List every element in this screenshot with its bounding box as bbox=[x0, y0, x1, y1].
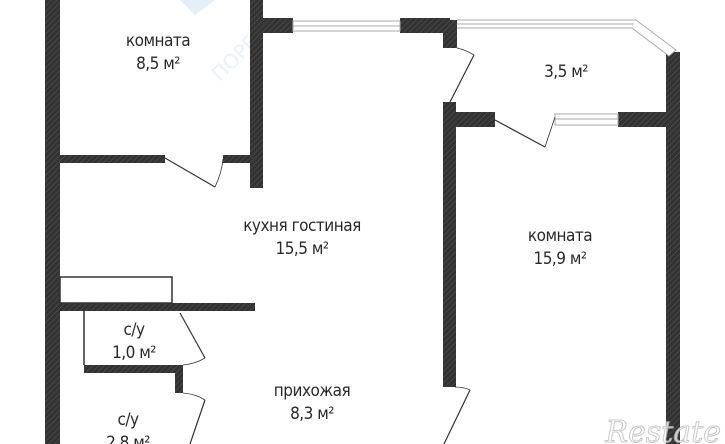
room-name: кухня гостиная bbox=[243, 216, 361, 236]
room-label-bedroom-large: комната 15,9 м² bbox=[527, 225, 593, 271]
room-area: 15,5 м² bbox=[275, 239, 329, 259]
room-area: 2,8 м² bbox=[106, 433, 150, 444]
walls bbox=[45, 0, 680, 444]
room-name: комната bbox=[125, 31, 191, 51]
room-label-hallway: прихожая 8,3 м² bbox=[273, 380, 351, 426]
room-name: прихожая bbox=[273, 381, 351, 401]
room-area: 1,0 м² bbox=[112, 343, 156, 363]
room-name: комната bbox=[527, 226, 593, 246]
room-name: с/у bbox=[123, 320, 145, 340]
windows bbox=[292, 19, 677, 126]
room-area: 15,9 м² bbox=[533, 249, 587, 269]
room-name: с/у bbox=[117, 410, 139, 430]
room-label-bedroom-small: комната 8,5 м² bbox=[125, 30, 191, 76]
room-label-wc: с/у 1,0 м² bbox=[112, 319, 156, 365]
room-label-balcony: 3,5 м² bbox=[544, 61, 588, 84]
room-area: 8,5 м² bbox=[136, 54, 180, 74]
room-area: 3,5 м² bbox=[544, 62, 588, 82]
restate-watermark: Restate bbox=[605, 415, 721, 444]
room-area: 8,3 м² bbox=[290, 404, 334, 424]
partitions bbox=[59, 276, 173, 365]
doors bbox=[164, 47, 556, 444]
room-label-kitchen-living: кухня гостиная 15,5 м² bbox=[243, 215, 361, 261]
room-label-bathroom: с/у 2,8 м² bbox=[106, 409, 150, 444]
